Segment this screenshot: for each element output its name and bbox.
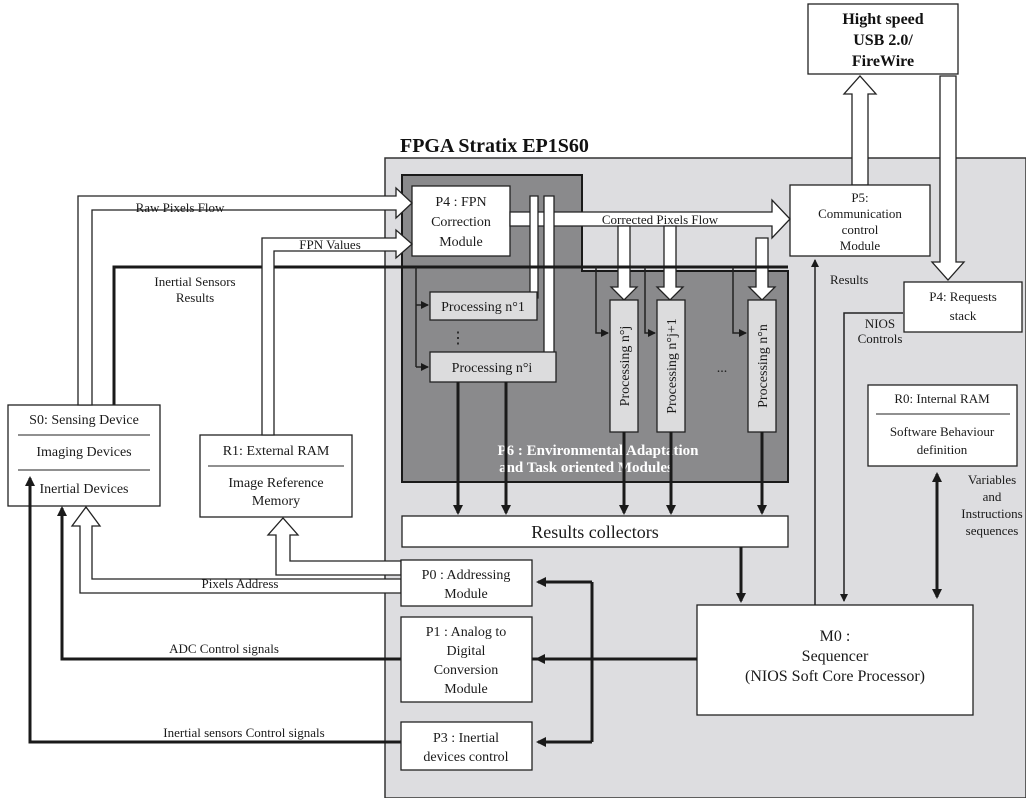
fpn-feed-pipe-2 — [543, 195, 555, 359]
inertial-results-label-1: Inertial Sensors — [154, 274, 235, 289]
raw-pixels-label: Raw Pixels Flow — [136, 200, 225, 215]
r1-line1: Image Reference — [228, 476, 323, 491]
bus-to-pj — [595, 267, 609, 337]
m0-line3: (NIOS Soft Core Processor) — [745, 668, 925, 685]
p4-req-line1: P4: Requests — [929, 289, 997, 304]
processing-j1-box — [656, 299, 686, 433]
adc-control-label: ADC Control signals — [169, 641, 279, 656]
processing-i-label: Processing n°i — [452, 361, 533, 376]
p4-requests-stack-box — [903, 281, 1023, 333]
usb-box — [807, 3, 959, 75]
variables-label-2: and — [983, 489, 1002, 504]
variables-label-4: sequences — [966, 523, 1019, 538]
inertial-results-label-2: Results — [176, 290, 214, 305]
corrected-pixels-label: Corrected Pixels Flow — [602, 212, 719, 227]
p5-line4: Module — [840, 238, 881, 253]
p1-line3: Conversion — [434, 663, 499, 678]
raw-pixels-flow-arrow — [77, 186, 413, 406]
fpn-values-arrow — [261, 228, 413, 436]
results-collectors-box — [401, 515, 789, 548]
p3-line2: devices control — [423, 750, 508, 765]
feed-arrow-pn — [747, 237, 777, 301]
p5-line3: control — [842, 222, 879, 237]
p4-fpn-line1: P4 : FPN — [435, 195, 486, 210]
p1-line4: Module — [444, 682, 488, 697]
processing-1-box — [429, 291, 538, 321]
results-collectors-label: Results collectors — [531, 522, 658, 542]
feed-arrow-pj — [609, 225, 639, 301]
pixels-address-to-r1-arrow — [266, 517, 402, 576]
s0-item1: Imaging Devices — [36, 445, 131, 460]
p4-fpn-line3: Module — [439, 235, 483, 250]
pixels-address-to-s0-arrow — [70, 505, 402, 594]
inertial-control-label: Inertial sensors Control signals — [163, 725, 324, 740]
processing-j1-label: Processing n°j+1 — [665, 318, 680, 414]
nios-controls-label-1: NIOS — [865, 316, 895, 331]
fpga-title: FPGA Stratix EP1S60 — [400, 135, 589, 157]
variables-label-3: Instructions — [961, 506, 1022, 521]
processing-n-label: Processing n°n — [756, 324, 771, 408]
p3-line1: P3 : Inertial — [433, 731, 499, 746]
r1-external-ram-box — [199, 434, 353, 518]
p1-line1: P1 : Analog to — [426, 625, 507, 640]
results-label: Results — [830, 272, 868, 287]
processing-j-box — [609, 299, 639, 433]
p3-inertial-control-box — [400, 721, 533, 771]
processing-n-box — [747, 299, 777, 433]
p1-line2: Digital — [447, 644, 486, 659]
p0-addressing-box — [400, 559, 533, 607]
r0-title: R0: Internal RAM — [894, 391, 990, 406]
processing-horizontal-dots: ... — [717, 361, 728, 376]
usb-line3: FireWire — [852, 53, 914, 70]
s0-item2: Inertial Devices — [39, 482, 128, 497]
p6-label-line2: and Task oriented Modules — [499, 460, 673, 476]
usb-up-arrow — [842, 75, 878, 186]
s0-title: S0: Sensing Device — [29, 413, 139, 428]
fpn-values-label: FPN Values — [299, 237, 361, 252]
p5-communication-box — [789, 184, 931, 257]
feed-arrow-pj1 — [655, 225, 685, 301]
inertial-results-bus — [112, 265, 788, 405]
variables-label-1: Variables — [968, 472, 1016, 487]
usb-line1: Hight speed — [842, 11, 923, 28]
processing-vertical-dots: ⋮ — [450, 330, 466, 347]
processing-i-box — [429, 351, 557, 383]
r1-line2: Memory — [252, 494, 300, 509]
nios-controls-arrow — [840, 312, 903, 602]
p0-line1: P0 : Addressing — [422, 568, 511, 583]
usb-line2: USB 2.0/ — [853, 32, 913, 49]
r0-line2: definition — [917, 442, 968, 457]
p6-label-line1: P6 : Environmental Adaptation — [498, 443, 700, 459]
pixels-address-label: Pixels Address — [202, 576, 279, 591]
p5-line2: Communication — [818, 206, 902, 221]
p1-adc-box — [400, 616, 533, 703]
bus-to-pj1 — [644, 267, 656, 337]
p4-req-line2: stack — [950, 308, 977, 323]
usb-down-arrow — [930, 75, 966, 281]
p4-fpn-correction-box — [411, 185, 511, 257]
r0-line1: Software Behaviour — [890, 424, 995, 439]
p4-fpn-line2: Correction — [431, 215, 491, 230]
bus-to-pn — [732, 267, 747, 337]
m0-line1: M0 : — [820, 628, 851, 645]
fpn-feed-pipe-1 — [529, 195, 539, 299]
processing-j-label: Processing n°j — [618, 326, 633, 407]
processing-1-label: Processing n°1 — [441, 300, 525, 315]
inertial-control-to-s0-arrow — [25, 476, 401, 744]
r1-title: R1: External RAM — [223, 444, 330, 459]
s0-sensing-device-box — [7, 404, 161, 507]
p0-line2: Module — [444, 587, 488, 602]
m0-line2: Sequencer — [802, 648, 869, 665]
r0-internal-ram-box — [867, 384, 1018, 467]
nios-controls-label-2: Controls — [858, 331, 903, 346]
p5-line1: P5: — [851, 190, 868, 205]
